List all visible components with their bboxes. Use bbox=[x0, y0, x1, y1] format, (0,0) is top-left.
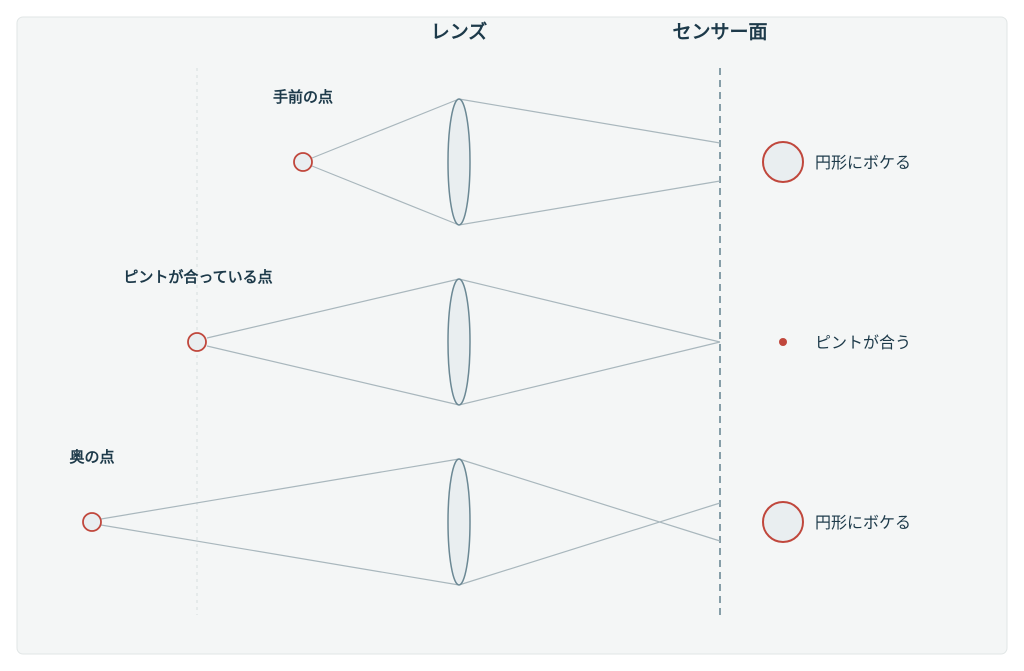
lens bbox=[447, 98, 471, 226]
result-label-near: 円形にボケる bbox=[815, 153, 911, 172]
ray bbox=[206, 278, 460, 339]
blur-circle bbox=[762, 141, 804, 183]
row-far-point: 奥の点 円形にボケる bbox=[69, 448, 911, 586]
blur-circle bbox=[762, 501, 804, 543]
row-in-focus-point: ピントが合っている点 ピントが合う bbox=[123, 268, 911, 406]
ray bbox=[458, 341, 721, 406]
diagram-panel bbox=[16, 16, 1008, 655]
row-label-in-focus: ピントが合っている点 bbox=[123, 268, 272, 286]
ray bbox=[206, 345, 460, 406]
object-point bbox=[187, 332, 207, 352]
ray bbox=[100, 458, 460, 520]
ray bbox=[100, 524, 460, 586]
sensor-header: センサー面 bbox=[672, 21, 767, 43]
ray bbox=[458, 98, 721, 144]
ray bbox=[458, 180, 721, 226]
ray bbox=[458, 278, 721, 343]
ray bbox=[311, 165, 460, 226]
result-label-in-focus: ピントが合う bbox=[815, 333, 911, 352]
lens bbox=[447, 458, 471, 586]
lens-header: レンズ bbox=[431, 20, 488, 43]
ray bbox=[458, 458, 721, 542]
object-point bbox=[82, 512, 102, 532]
row-near-point: 手前の点 円形にボケる bbox=[273, 88, 911, 226]
focus-dot bbox=[779, 338, 787, 346]
ray bbox=[458, 502, 721, 586]
lens bbox=[447, 278, 471, 406]
row-label-near: 手前の点 bbox=[273, 88, 333, 106]
row-label-far: 奥の点 bbox=[69, 448, 114, 466]
ray bbox=[311, 98, 460, 159]
result-label-far: 円形にボケる bbox=[815, 513, 911, 532]
object-point bbox=[293, 152, 313, 172]
